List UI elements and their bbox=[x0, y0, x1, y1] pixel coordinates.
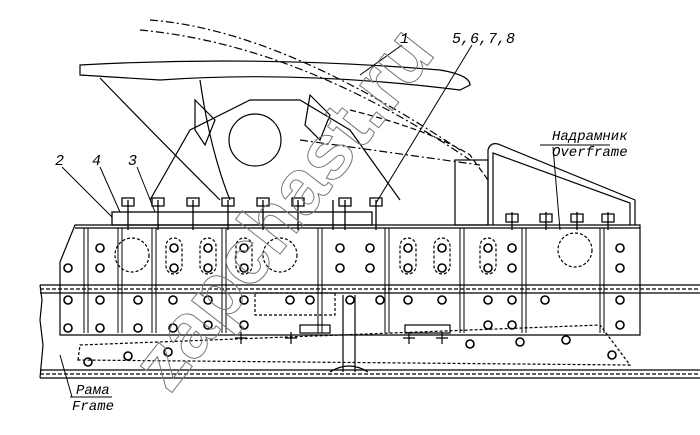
callout-1: 1 bbox=[400, 31, 409, 48]
frame-label-ru: Рама bbox=[76, 383, 110, 399]
callout-4: 4 bbox=[92, 153, 101, 170]
frame-label-en: Frame bbox=[72, 399, 114, 415]
mounting-bolts bbox=[111, 197, 615, 230]
watermark: zapchast.ru bbox=[114, 10, 450, 406]
frame-rail bbox=[39, 284, 700, 379]
overframe-label-en: Overframe bbox=[552, 145, 628, 161]
fifth-wheel-saddle bbox=[79, 19, 489, 201]
callout-2: 2 bbox=[55, 153, 64, 170]
overframe-plate bbox=[59, 224, 641, 373]
leader-lines bbox=[59, 44, 610, 398]
callout-5-8: 5,6,7,8 bbox=[452, 31, 515, 48]
overframe-bracket bbox=[454, 143, 636, 226]
callout-3: 3 bbox=[128, 153, 137, 170]
overframe-label-ru: Надрамник bbox=[552, 129, 628, 145]
